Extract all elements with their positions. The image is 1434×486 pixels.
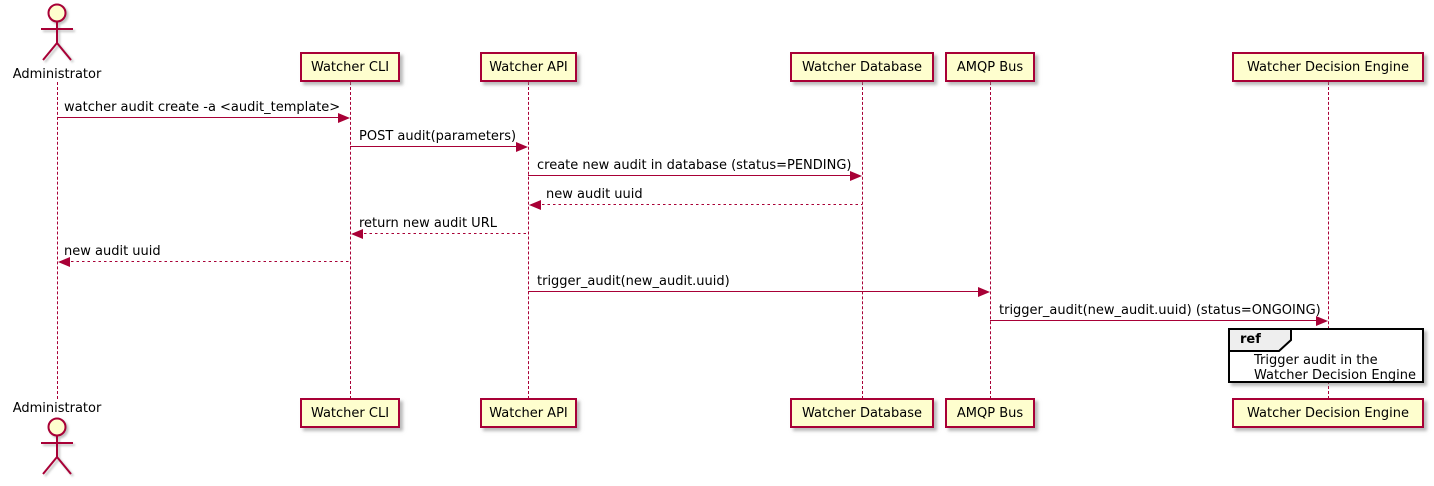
message-line-1: [57, 117, 347, 119]
message-label-6: new audit uuid: [64, 244, 161, 259]
actor-icon: [41, 417, 73, 475]
ref-fragment: ref Trigger audit in the Watcher Decisio…: [1228, 328, 1424, 383]
participant-box-bottom-watcher-api: Watcher API: [480, 398, 577, 428]
lifeline-amqp-bus: [990, 82, 991, 399]
message-label-7: trigger_audit(new_audit.uuid): [537, 274, 730, 289]
message-arrowhead-6: [58, 257, 70, 267]
message-arrowhead-7: [978, 287, 990, 297]
message-arrowhead-2: [516, 142, 528, 152]
participant-label-top-administrator: Administrator: [12, 67, 102, 82]
actor-figure-bottom-administrator: [37, 416, 77, 482]
actor-figure-top-administrator: [37, 2, 77, 68]
message-label-3: create new audit in database (status=PEN…: [537, 158, 852, 173]
lifeline-watcher-cli: [350, 82, 351, 399]
message-line-6: [60, 261, 350, 263]
ref-body: Trigger audit in the Watcher Decision En…: [1254, 353, 1416, 383]
message-label-2: POST audit(parameters): [359, 129, 517, 144]
ref-keyword: ref: [1240, 332, 1261, 347]
message-label-5: return new audit URL: [359, 216, 497, 231]
participant-box-top-watcher-database: Watcher Database: [790, 52, 934, 82]
participant-box-bottom-watcher-cli: Watcher CLI: [300, 398, 400, 428]
participant-box-top-watcher-api: Watcher API: [480, 52, 577, 82]
participant-box-top-watcher-cli: Watcher CLI: [300, 52, 400, 82]
message-label-1: watcher audit create -a <audit_template>: [64, 100, 341, 115]
message-line-4: [531, 204, 862, 206]
actor-icon: [41, 3, 73, 61]
message-arrowhead-8: [1316, 316, 1328, 326]
lifeline-watcher-api: [528, 82, 529, 399]
message-line-2: [350, 146, 525, 148]
message-label-4: new audit uuid: [546, 187, 643, 202]
message-line-7: [528, 291, 987, 293]
participant-box-top-watcher-decision-engine: Watcher Decision Engine: [1232, 52, 1424, 82]
participant-box-bottom-watcher-database: Watcher Database: [790, 398, 934, 428]
message-label-8: trigger_audit(new_audit.uuid) (status=ON…: [999, 303, 1321, 318]
participant-box-top-amqp-bus: AMQP Bus: [945, 52, 1035, 82]
participant-label-bottom-administrator: Administrator: [12, 401, 102, 416]
message-arrowhead-1: [338, 113, 350, 123]
ref-tab-shape: [1228, 328, 1292, 352]
lifeline-watcher-decision-engine: [1328, 82, 1329, 399]
ref-line-1: Trigger audit in the: [1254, 353, 1378, 368]
message-line-5: [353, 233, 528, 235]
ref-line-2: Watcher Decision Engine: [1254, 368, 1416, 383]
message-line-3: [528, 175, 859, 177]
lifeline-administrator: [57, 82, 58, 399]
message-arrowhead-5: [351, 229, 363, 239]
participant-box-bottom-amqp-bus: AMQP Bus: [945, 398, 1035, 428]
message-line-8: [990, 320, 1325, 322]
lifeline-watcher-database: [862, 82, 863, 399]
participant-box-bottom-watcher-decision-engine: Watcher Decision Engine: [1232, 398, 1424, 428]
message-arrowhead-4: [529, 200, 541, 210]
message-arrowhead-3: [850, 171, 862, 181]
